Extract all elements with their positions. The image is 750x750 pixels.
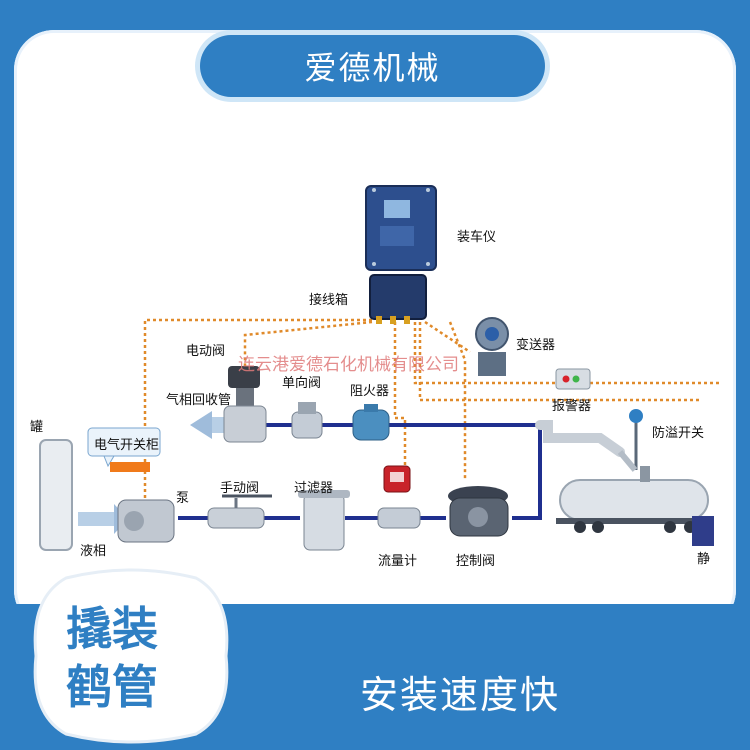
static-ground-icon: [692, 516, 714, 546]
check-valve-icon: [291, 402, 323, 439]
page-title: 爱德机械: [200, 35, 545, 97]
label-static: 静: [697, 552, 711, 567]
flow-meter-icon: [377, 465, 421, 529]
label-flame-arrester: 阻火器: [350, 384, 390, 399]
company-watermark: 连云港爱德石化机械有限公司: [238, 355, 459, 375]
label-electric-valve: 电动阀: [186, 344, 226, 359]
electric-valve-icon: [223, 366, 267, 443]
transmitter-icon: [475, 317, 509, 376]
label-tank-left: 罐: [30, 420, 44, 435]
label-control-valve: 控制阀: [456, 554, 496, 569]
manual-valve-icon: [207, 494, 272, 529]
product-name-line2: 鹤管: [66, 660, 158, 714]
label-flow-meter: 流量计: [378, 554, 418, 569]
label-check-valve: 单向阀: [282, 376, 322, 391]
signal-lines: [143, 318, 720, 500]
control-valve-icon: [448, 486, 509, 537]
filter-icon: [298, 490, 350, 551]
label-manual-valve: 手动阀: [220, 481, 260, 496]
label-liquid-phase: 液相: [80, 544, 107, 559]
label-transmitter: 变送器: [516, 338, 556, 353]
product-badge: [33, 568, 229, 744]
junction-box-icon: [369, 274, 427, 324]
tanker-truck-icon: [556, 466, 712, 533]
flame-arrester-icon: [352, 404, 390, 441]
label-alarm: 报警器: [552, 399, 592, 414]
product-name-line1: 撬装: [66, 602, 158, 656]
label-overfill-switch: 防溢开关: [652, 426, 705, 441]
title-text: 爱德机械: [304, 49, 441, 87]
label-loader: 装车仪: [457, 230, 497, 245]
pump-icon: [117, 499, 175, 543]
label-filter: 过滤器: [294, 481, 334, 496]
alarm-icon: [555, 368, 591, 390]
loader-controller-icon: [365, 185, 437, 271]
feature-text: 安装速度快: [360, 673, 561, 717]
label-junction-box: 接线箱: [309, 293, 349, 308]
product-name: 撬装 鹤管: [66, 600, 196, 716]
label-pump: 泵: [176, 491, 190, 506]
label-gas-return: 气相回收管: [166, 393, 232, 408]
storage-tank-icon: [39, 439, 73, 551]
label-electric-cabinet: 电气开关柜: [94, 438, 160, 453]
loading-arm-icon: [535, 420, 638, 472]
overfill-switch-icon: [629, 409, 643, 470]
process-pipes: [178, 423, 545, 520]
electric-cabinet-icon: [87, 427, 161, 472]
